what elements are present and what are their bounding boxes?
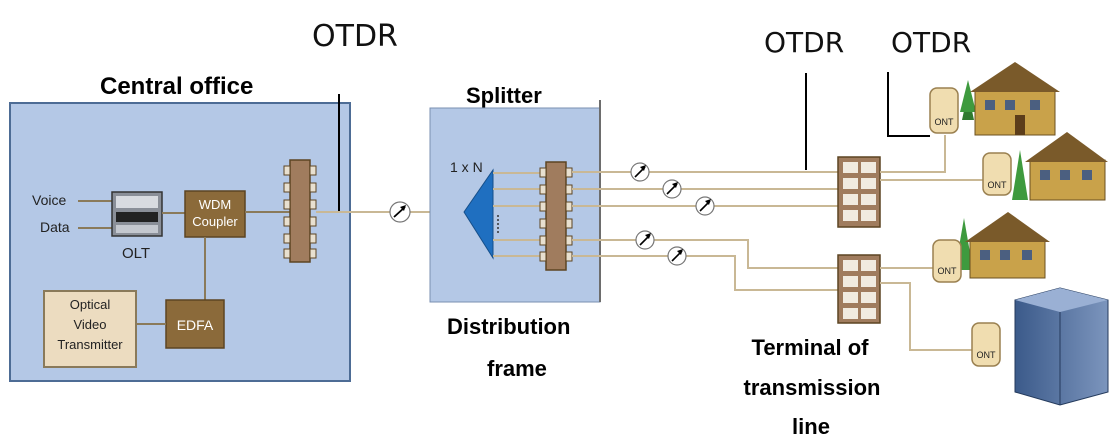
terminal-label-3: line	[792, 414, 830, 439]
olt-label: OLT	[122, 245, 150, 262]
house-icon-3	[955, 212, 1050, 279]
house-icon-2	[1012, 132, 1108, 201]
otdr-probe-line-ont	[887, 72, 930, 137]
otdr-label-ont: OTDR	[891, 26, 971, 59]
fiber-direction-icon-1	[630, 162, 650, 182]
data-label: Data	[40, 219, 70, 235]
ovt-label-3: Transmitter	[57, 337, 123, 352]
distribution-frame-label-1: Distribution	[447, 314, 570, 339]
fiber-direction-icon-4	[635, 230, 655, 250]
ont-label-3: ONT	[938, 266, 958, 276]
ont-label-1: ONT	[935, 117, 955, 127]
terminal-label-1: Terminal of	[752, 335, 870, 360]
central-patch-panel	[283, 159, 317, 263]
ovt-label-2: Video	[73, 317, 106, 332]
splitter-ratio-label: 1 x N	[450, 159, 483, 175]
fiber-direction-icon-2	[662, 179, 682, 199]
terminal-label-2: transmission	[744, 375, 881, 400]
otdr-label-terminal: OTDR	[764, 26, 844, 59]
distribution-frame-label-2: frame	[487, 356, 547, 381]
edfa-box	[165, 299, 225, 349]
central-office-label: Central office	[100, 73, 253, 100]
fiber-direction-icon-3	[695, 196, 715, 216]
splitter-triangle	[463, 168, 494, 260]
office-building-icon	[1014, 287, 1109, 406]
optical-video-transmitter-box	[43, 290, 137, 368]
terminal-box-lower	[837, 254, 881, 324]
ont-icon-1: ONT	[929, 87, 959, 134]
voice-label: Voice	[32, 192, 66, 208]
olt-device	[111, 191, 163, 237]
fiber-direction-icon-5	[667, 246, 687, 266]
terminal-to-ont-fibers	[880, 135, 983, 351]
drop-fibers-lower	[572, 239, 838, 291]
ovt-label-1: Optical	[70, 297, 111, 312]
ont-label-2: ONT	[988, 180, 1008, 190]
house-icon-1	[960, 62, 1060, 136]
wdm-label-1: WDM	[199, 197, 232, 212]
splitter-output-lines	[493, 172, 540, 257]
ont-icon-4: ONT	[971, 322, 1001, 367]
otdr-label-central: OTDR	[312, 19, 398, 54]
edfa-label: EDFA	[177, 317, 214, 333]
ont-label-4: ONT	[977, 350, 997, 360]
ont-icon-3: ONT	[932, 239, 962, 283]
fiber-direction-icon-feeder	[389, 201, 411, 223]
terminal-box-upper	[837, 156, 881, 228]
distribution-patch-panel	[539, 161, 573, 271]
ont-icon-2: ONT	[982, 152, 1012, 196]
splitter-label: Splitter	[466, 83, 542, 108]
wdm-label-2: Coupler	[192, 214, 238, 229]
wdm-coupler-box	[184, 190, 246, 238]
